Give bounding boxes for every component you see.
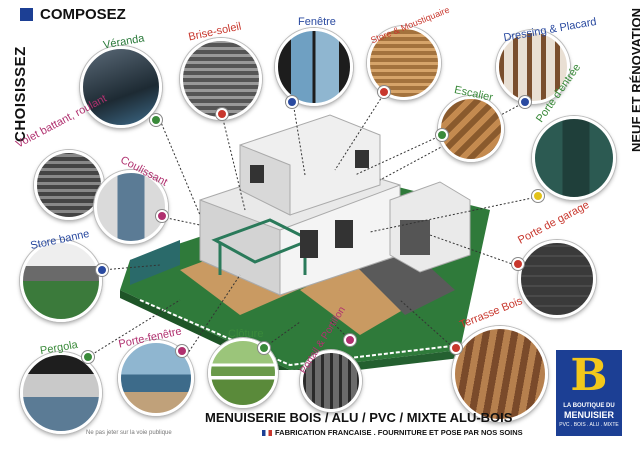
store-moustiquaire-dot [378, 86, 390, 98]
dressing-placard-dot [519, 96, 531, 108]
product-veranda[interactable] [80, 46, 162, 128]
product-pergola[interactable] [20, 352, 102, 434]
product-porte-entree[interactable] [532, 116, 616, 200]
coulissant-dot [156, 210, 168, 222]
french-flag-icon [262, 430, 272, 437]
logo-line2: MENUISIER [563, 410, 614, 420]
product-fenetre[interactable] [275, 28, 353, 106]
footer-disclaimer: Ne pas jeter sur la voie publique [86, 430, 172, 436]
porte-entree-dot [532, 190, 544, 202]
product-volet[interactable] [34, 150, 104, 220]
logo-b-mark: B [570, 350, 608, 401]
pergola-dot [82, 351, 94, 363]
fenetre-dot [286, 96, 298, 108]
product-terrasse-bois[interactable] [452, 326, 548, 422]
product-porte-garage[interactable] [518, 240, 596, 318]
composez-title: COMPOSEZ [40, 6, 126, 23]
product-brise-soleil[interactable] [180, 38, 262, 120]
product-portail-portillon[interactable] [300, 350, 362, 412]
porte-fenetre-dot [176, 345, 188, 357]
footer-subline: FABRICATION FRANCAISE . FOURNITURE ET PO… [262, 428, 523, 437]
logo-line3: PVC . BOIS . ALU . MIXTE [559, 422, 619, 428]
label-cloture: Clôture [228, 328, 264, 340]
logo-line1: LA BOUTIQUE DU [563, 403, 615, 409]
footer-headline: MENUISERIE BOIS / ALU / PVC / MIXTE ALU-… [205, 410, 513, 425]
label-fenetre: Fenêtre [298, 16, 336, 28]
terrasse-bois-dot [450, 342, 462, 354]
brise-soleil-dot [216, 108, 228, 120]
portail-portillon-dot [344, 334, 356, 346]
brand-logo[interactable]: B LA BOUTIQUE DU MENUISIER PVC . BOIS . … [556, 350, 622, 436]
house-illustration [120, 114, 490, 370]
product-coulissant[interactable] [94, 170, 168, 244]
cloture-dot [258, 342, 270, 354]
veranda-dot [150, 114, 162, 126]
product-escalier[interactable] [438, 96, 504, 162]
store-banne-dot [96, 264, 108, 276]
product-dressing-placard[interactable] [496, 30, 570, 104]
porte-garage-dot [512, 258, 524, 270]
escalier-dot [436, 129, 448, 141]
product-store-banne[interactable] [20, 240, 102, 322]
brand-square [20, 8, 33, 21]
